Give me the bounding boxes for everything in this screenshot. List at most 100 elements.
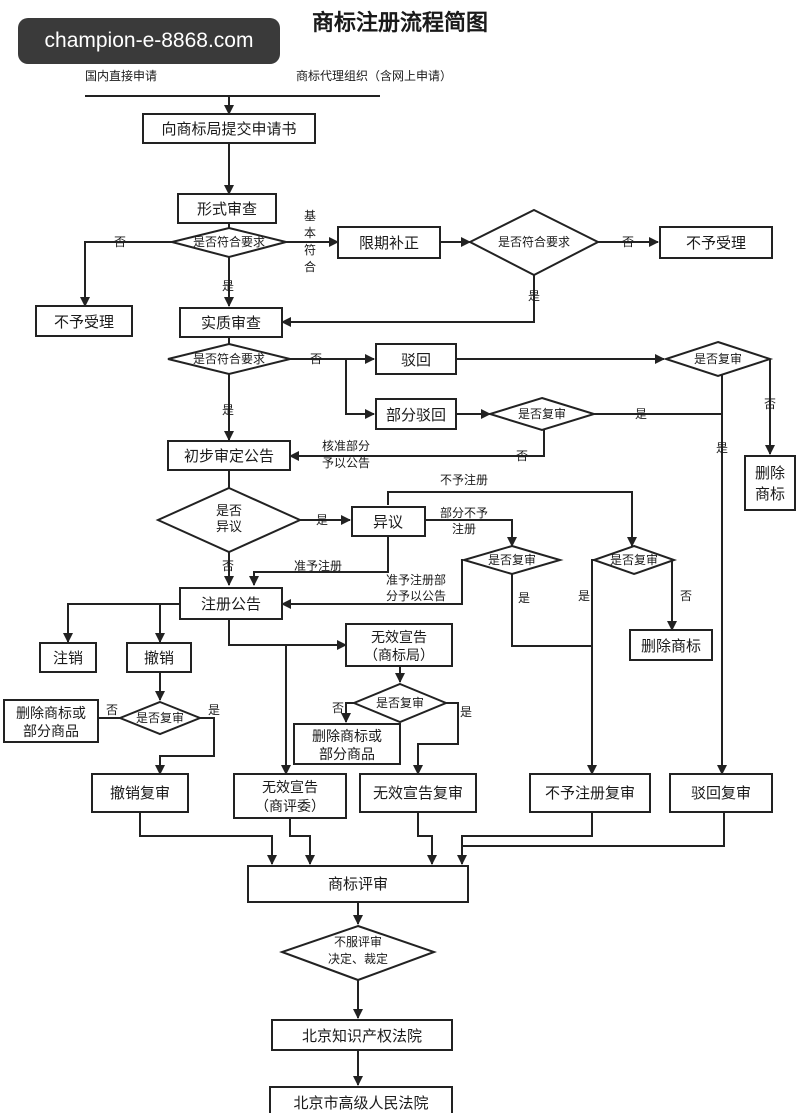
node-formal-exam: 形式审查 [177,193,277,224]
node-refuse-review-label: 驳回复审 [691,784,751,802]
edge-labels: 否 是 基 本 符 合 否 是 否 是 是 否 是 否 核准部分 予以公告 是 … [106,209,776,719]
node-prelim: 初步审定公告 [167,440,291,471]
node-invalid-review: 无效宣告复审 [359,773,477,813]
edge-label-no: 否 [114,235,126,249]
node-refuse-review: 驳回复审 [669,773,773,813]
decision-review-2-label: 是否复审 [488,552,536,567]
node-revoke: 撤销 [126,642,192,673]
node-reject-right-label: 不予受理 [686,234,746,252]
node-invalid-board-line1: 无效宣告 [262,780,318,796]
source-agency: 商标代理组织（含网上申请） [296,68,452,83]
decision-meets-3-label: 是否符合要求 [193,351,265,366]
decision-meets-3: 是否符合要求 [167,342,291,376]
page-title: 商标注册流程简图 [312,10,488,36]
edge-label-yes: 是 [716,441,728,455]
node-delete-partial-2: 删除商标或 部分商品 [293,723,401,765]
node-invalid-office-line2: （商标局） [364,648,434,664]
node-invalid-board: 无效宣告 （商评委） [233,773,347,819]
edge-label-yes: 是 [460,705,472,719]
node-not-reg-review-label: 不予注册复审 [545,784,635,802]
node-tm-review-label: 商标评审 [328,875,388,893]
decision-meets-1: 是否符合要求 [171,226,287,259]
node-delete-mark-2: 删除商标 [629,629,713,661]
edge-label-no: 否 [332,701,344,715]
edge-label-no: 否 [222,559,234,573]
decision-objection-line2: 异议 [216,520,242,535]
node-delete-mark-1-line1: 删除 [755,464,785,482]
node-cancel-reg-label: 注销 [53,649,83,667]
node-partial-refuse-label: 部分驳回 [386,406,446,424]
edge-label-yes: 是 [208,703,220,717]
node-court-high-label: 北京市高级人民法院 [293,1094,428,1112]
edge-label-no: 否 [622,235,634,249]
node-invalid-review-label: 无效宣告复审 [373,784,463,802]
node-substantive-label: 实质审查 [201,314,261,332]
node-partial-refuse: 部分驳回 [375,398,457,430]
edge-label-yes: 是 [518,591,530,605]
node-delete-partial-2-line1: 删除商标或 [312,729,382,745]
decision-objection: 是否 异议 [155,486,303,554]
edge-label-no: 否 [106,703,118,717]
node-court-ip-label: 北京知识产权法院 [302,1027,422,1045]
decision-review-5: 是否复审 [351,682,449,724]
node-reject-left-label: 不予受理 [54,313,114,331]
node-invalid-office-line1: 无效宣告 [371,630,427,646]
watermark-badge: champion-e-8868.com [18,18,280,64]
node-invalid-board-line2: （商评委） [255,799,325,815]
edge-label-allow-partial-2: 分予以公告 [386,589,446,603]
node-delete-mark-1: 删除 商标 [744,455,796,511]
node-court-high: 北京市高级人民法院 [269,1086,453,1113]
decision-objection-line1: 是否 [216,504,242,519]
node-formal-exam-label: 形式审查 [197,200,257,218]
edge-label-allow-partial-1: 准予注册部 [386,572,446,587]
edge-label-yes: 是 [578,589,590,603]
node-tm-review: 商标评审 [247,865,469,903]
node-correct-label: 限期补正 [359,234,419,252]
edge-label-not-register: 不予注册 [440,472,488,487]
node-revoke-review-label: 撤销复审 [110,784,170,802]
node-reject-right: 不予受理 [659,226,773,259]
node-court-ip: 北京知识产权法院 [271,1019,453,1051]
decision-review-4: 是否复审 [117,700,203,736]
decision-dissatisfied-line2: 决定、裁定 [328,951,388,966]
node-refuse-label: 驳回 [401,351,431,369]
decision-review-1: 是否复审 [486,396,598,432]
decision-review-3-label: 是否复审 [610,552,658,567]
edge-label-no: 否 [516,449,528,463]
node-delete-mark-2-label: 删除商标 [641,637,701,655]
decision-meets-2: 是否符合要求 [467,208,601,277]
decision-review-top-label: 是否复审 [694,351,742,366]
node-delete-partial-2-line2: 部分商品 [319,747,375,763]
node-reject-left: 不予受理 [35,305,133,337]
decision-review-4-label: 是否复审 [136,710,184,725]
node-prelim-label: 初步审定公告 [184,447,274,465]
node-delete-partial-1: 删除商标或 部分商品 [3,699,99,743]
node-substantive: 实质审查 [179,307,283,338]
node-correct: 限期补正 [337,226,441,259]
decision-meets-2-label: 是否符合要求 [498,234,570,249]
source-domestic: 国内直接申请 [85,68,157,83]
node-reg-announce-label: 注册公告 [201,595,261,613]
edge-label-approve-part-1: 核准部分 [322,438,370,453]
connectors [63,95,775,1086]
edge-label-basic-2: 本 [304,226,316,240]
edge-label-basic-3: 符 [304,242,316,257]
edge-label-yes: 是 [222,279,234,293]
node-refuse: 驳回 [375,343,457,375]
decision-meets-1-label: 是否符合要求 [193,234,265,249]
edge-label-allow-register: 准予注册 [294,558,342,573]
node-revoke-label: 撤销 [144,649,174,667]
edge-label-no: 否 [680,589,692,603]
node-invalid-office: 无效宣告 （商标局） [345,623,453,667]
edge-label-yes: 是 [635,407,647,421]
decision-dissatisfied-line1: 不服评审 [334,934,382,949]
edge-label-yes: 是 [222,403,234,417]
edge-label-no: 否 [310,352,322,366]
decision-review-1-label: 是否复审 [518,406,566,421]
decision-dissatisfied: 不服评审 决定、裁定 [279,924,437,982]
node-objection-label: 异议 [373,513,403,531]
edge-label-partial-not-2: 注册 [452,521,476,536]
edge-label-basic-4: 合 [304,259,316,274]
node-delete-partial-1-line2: 部分商品 [23,724,79,740]
